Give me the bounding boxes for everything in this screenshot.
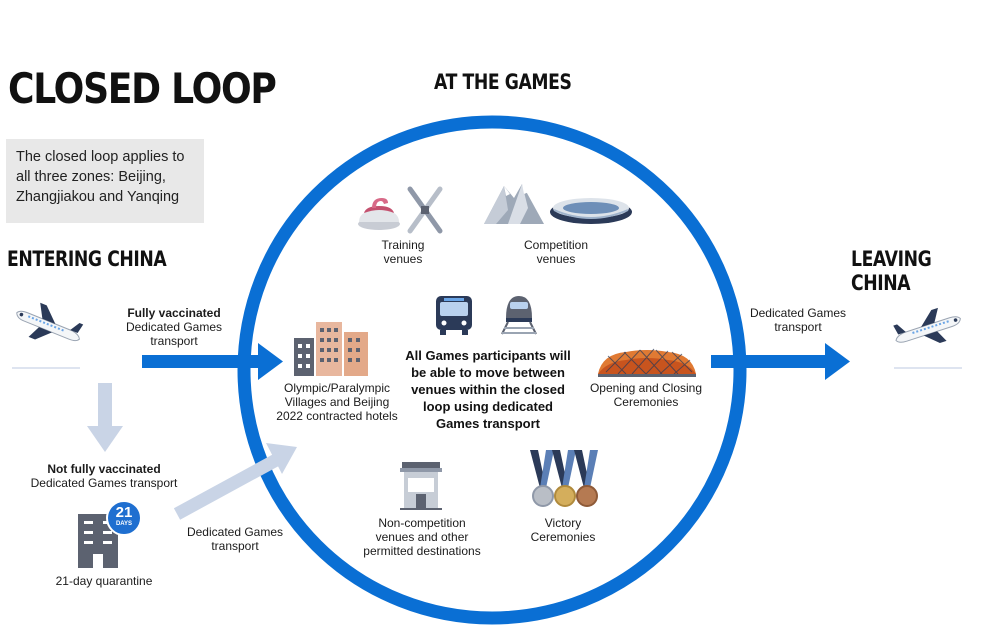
airplane-icon bbox=[893, 307, 961, 344]
entering-china-heading: ENTERING CHINA bbox=[7, 247, 167, 271]
zones-note: The closed loop applies to all three zon… bbox=[6, 139, 204, 223]
not-vaccinated-label: Not fully vaccinated bbox=[47, 462, 161, 476]
stadium-icon bbox=[550, 198, 632, 224]
closed-loop-circle bbox=[237, 115, 747, 625]
airplane-icon bbox=[16, 302, 84, 342]
down-arrow bbox=[87, 383, 123, 452]
center-message: All Games participants will be able to m… bbox=[405, 348, 571, 431]
bus-icon bbox=[436, 296, 472, 335]
quarantine-badge: 21 DAYS bbox=[106, 500, 142, 536]
ceremonies-label: Opening and Closing Ceremonies bbox=[589, 381, 703, 409]
entry-arrow bbox=[142, 343, 283, 380]
vaccinated-transport-label: Dedicated Games transport bbox=[125, 320, 223, 348]
non-competition-label: Non-competition venues and other permitt… bbox=[363, 516, 481, 558]
not-vaccinated-block: Not fully vaccinated Dedicated Games tra… bbox=[28, 462, 180, 490]
vaccinated-label: Fully vaccinated bbox=[127, 306, 221, 320]
after-quarantine-transport-label: Dedicated Games transport bbox=[186, 525, 284, 553]
not-vaccinated-transport-label: Dedicated Games transport bbox=[30, 476, 178, 490]
hotel-buildings-icon bbox=[294, 322, 368, 376]
quarantine-label: 21-day quarantine bbox=[55, 574, 153, 588]
leaving-china-heading: LEAVING CHINA bbox=[851, 247, 932, 295]
at-the-games-heading: AT THE GAMES bbox=[434, 70, 572, 94]
exit-transport-label: Dedicated Games transport bbox=[749, 306, 847, 334]
curling-stone-icon bbox=[358, 198, 400, 230]
train-icon bbox=[501, 296, 537, 335]
quarantine-badge-unit: DAYS bbox=[115, 521, 133, 527]
exit-arrow bbox=[711, 343, 850, 380]
villages-label: Olympic/Paralympic Villages and Beijing … bbox=[276, 381, 398, 423]
quarantine-badge-number: 21 bbox=[115, 504, 133, 521]
page-title: CLOSED LOOP bbox=[8, 64, 277, 113]
vaccinated-block: Fully vaccinated Dedicated Games transpo… bbox=[112, 306, 236, 348]
medals-icon bbox=[530, 450, 598, 507]
competition-venues-label: Competition venues bbox=[523, 238, 589, 266]
bird-nest-stadium-icon bbox=[598, 348, 696, 377]
victory-label: Victory Ceremonies bbox=[530, 516, 596, 544]
crossed-skis-icon bbox=[407, 186, 443, 234]
store-icon bbox=[400, 462, 442, 510]
diagonal-arrow bbox=[173, 443, 297, 520]
training-venues-label: Training venues bbox=[381, 238, 425, 266]
mountain-icon bbox=[484, 184, 544, 224]
